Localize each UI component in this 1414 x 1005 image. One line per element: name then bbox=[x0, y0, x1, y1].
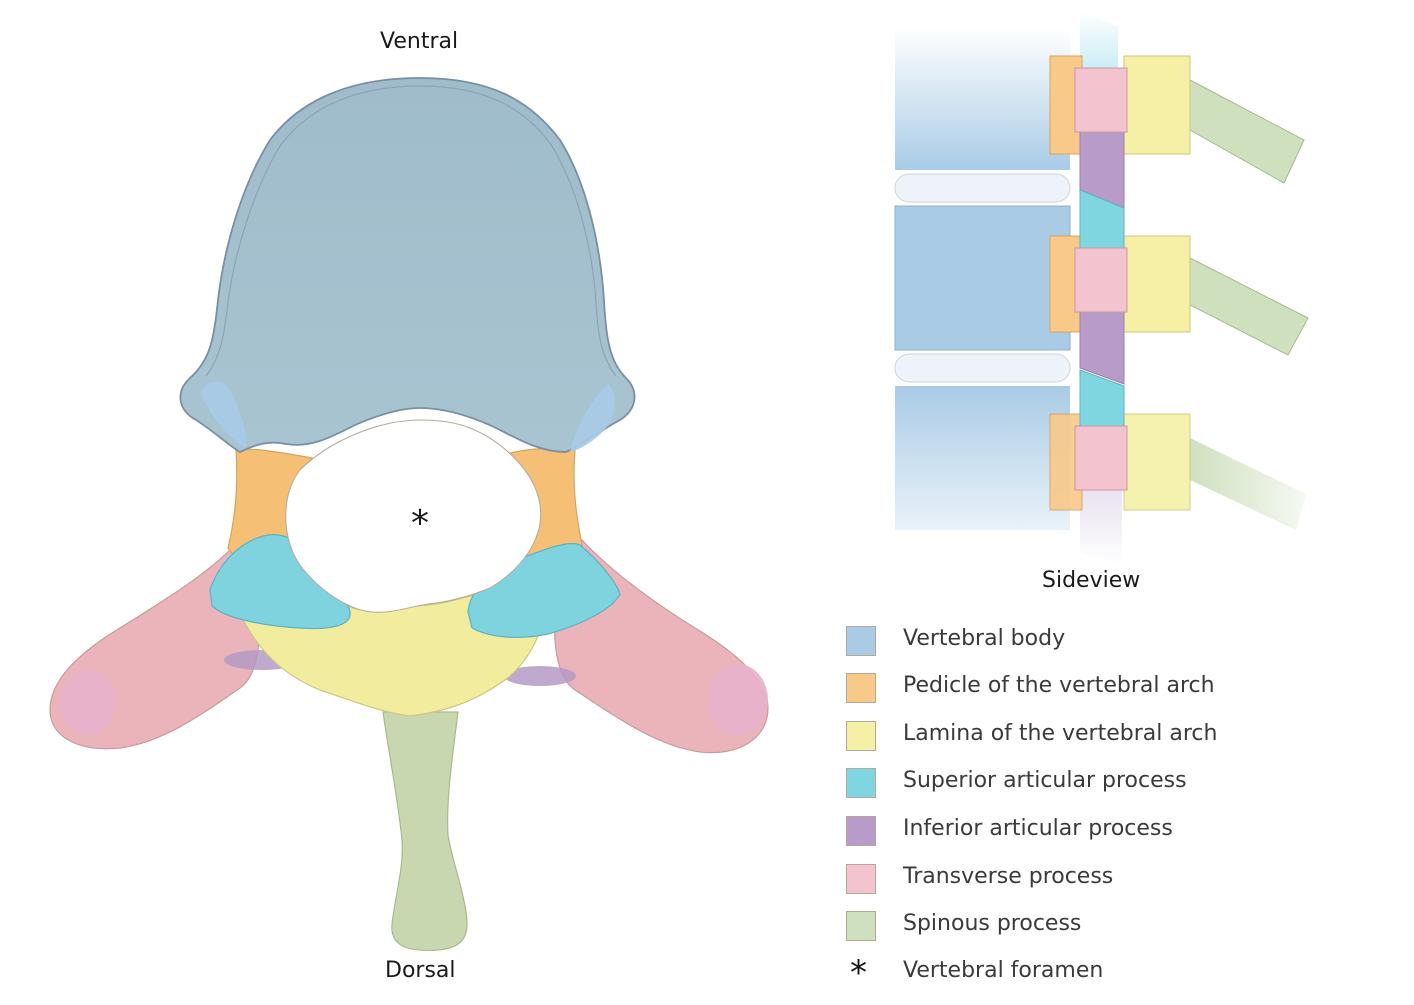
legend-label: Inferior articular process bbox=[903, 816, 1173, 841]
legend-item-vertebral-body: Vertebral body bbox=[846, 624, 1406, 658]
legend-swatch bbox=[846, 816, 876, 846]
legend-item-transverse: Transverse process bbox=[846, 862, 1406, 896]
legend-item-pedicle: Pedicle of the vertebral arch bbox=[846, 671, 1406, 705]
legend-label: Lamina of the vertebral arch bbox=[903, 721, 1218, 746]
vertebral-body-axial bbox=[179, 77, 636, 454]
side-spinous-3 bbox=[1190, 438, 1306, 530]
side-canal-top bbox=[1080, 12, 1118, 70]
legend-label: Transverse process bbox=[903, 864, 1114, 889]
side-lamina-3 bbox=[1123, 413, 1191, 511]
side-transverse-1 bbox=[1074, 67, 1128, 133]
vertebral-body-rim-right bbox=[419, 85, 617, 377]
legend-swatch bbox=[846, 721, 876, 751]
vertebral-foramen-marker: * bbox=[411, 503, 429, 544]
transverse-tip-left bbox=[60, 670, 116, 734]
sideview-label: Sideview bbox=[1042, 568, 1141, 593]
asterisk-icon: * bbox=[850, 953, 867, 993]
side-body-3 bbox=[895, 386, 1070, 530]
legend-swatch bbox=[846, 911, 876, 941]
side-disc-2 bbox=[894, 353, 1071, 383]
side-spinous-2 bbox=[1189, 257, 1309, 356]
legend-label: Vertebral body bbox=[903, 626, 1066, 651]
legend-item-vertebral-foramen: * Vertebral foramen bbox=[846, 956, 1406, 990]
side-lamina-1 bbox=[1123, 55, 1191, 155]
legend-swatch bbox=[846, 864, 876, 894]
legend-item-inferior-articular: Inferior articular process bbox=[846, 814, 1406, 848]
legend-swatch bbox=[846, 626, 876, 656]
side-body-2 bbox=[894, 205, 1071, 351]
vertebral-body-rim bbox=[205, 85, 421, 377]
legend-label: Spinous process bbox=[903, 911, 1082, 936]
spinous-process-axial bbox=[382, 711, 468, 952]
legend-label: Vertebral foramen bbox=[903, 958, 1104, 983]
ventral-label: Ventral bbox=[380, 29, 459, 54]
legend-item-lamina: Lamina of the vertebral arch bbox=[846, 719, 1406, 753]
legend-item-superior-articular: Superior articular process bbox=[846, 766, 1406, 800]
costal-facet-left bbox=[200, 381, 247, 448]
side-transverse-3 bbox=[1074, 425, 1128, 491]
legend-label: Pedicle of the vertebral arch bbox=[903, 673, 1215, 698]
side-canal-bottom bbox=[1080, 490, 1122, 565]
side-spinous-1 bbox=[1189, 79, 1305, 184]
side-disc-1 bbox=[894, 173, 1071, 203]
axial-vertebra bbox=[49, 77, 769, 952]
legend-swatch bbox=[846, 768, 876, 798]
vertebral-foramen bbox=[285, 419, 542, 613]
inferior-articular-right bbox=[504, 666, 576, 686]
side-transverse-2 bbox=[1074, 247, 1128, 313]
legend-swatch bbox=[846, 673, 876, 703]
side-body-1 bbox=[895, 28, 1070, 170]
legend-item-spinous: Spinous process bbox=[846, 909, 1406, 943]
dorsal-label: Dorsal bbox=[385, 958, 456, 983]
costal-facet-right bbox=[570, 384, 616, 452]
legend-label: Superior articular process bbox=[903, 768, 1187, 793]
side-view bbox=[894, 12, 1309, 565]
transverse-tip-right bbox=[708, 664, 768, 736]
side-lamina-2 bbox=[1123, 235, 1191, 333]
